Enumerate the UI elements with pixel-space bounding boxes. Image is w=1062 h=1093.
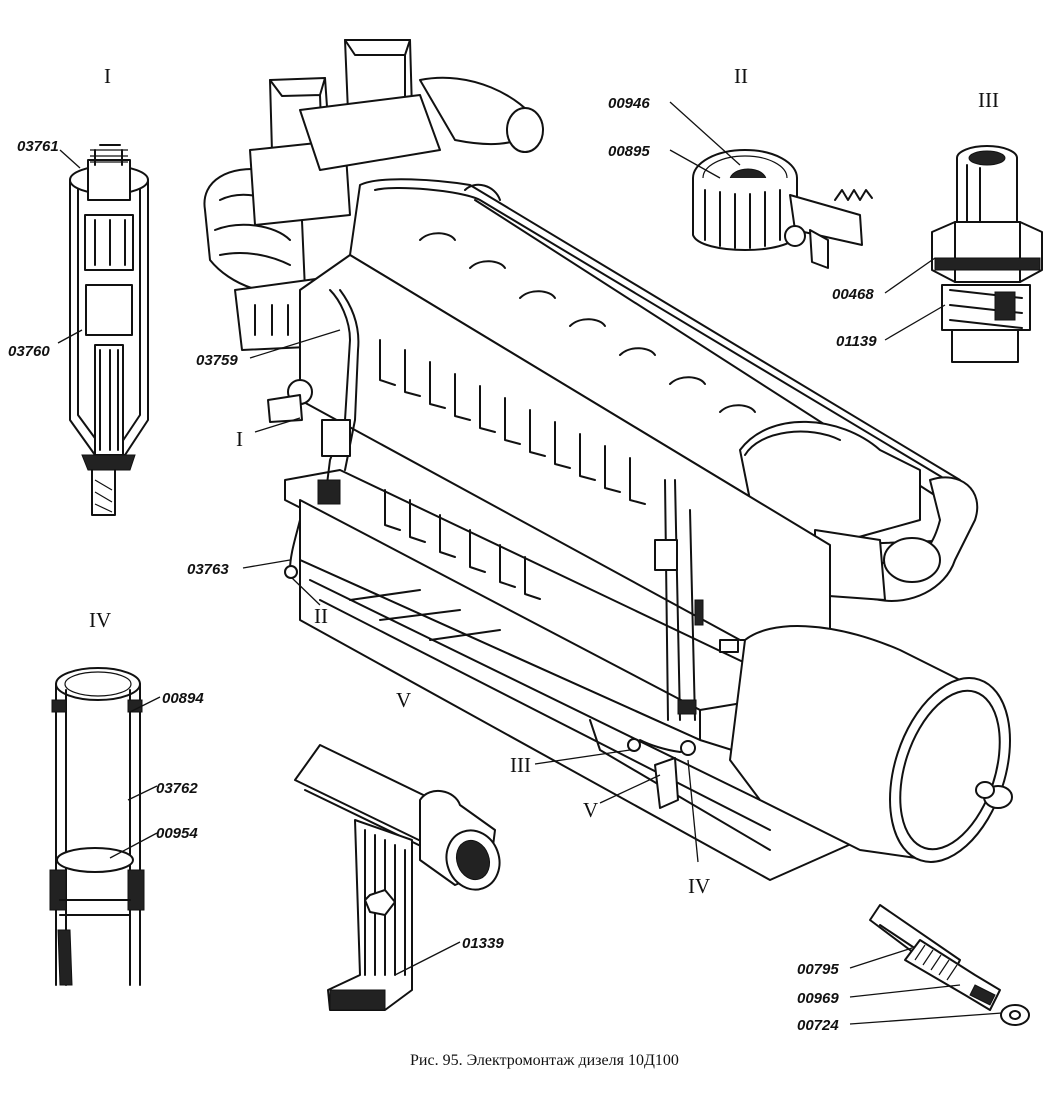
numeral-ii-engine: II bbox=[314, 604, 328, 628]
label-00969: 00969 bbox=[797, 990, 839, 1007]
figure-caption: Рис. 95. Электромонтаж дизеля 10Д100 bbox=[410, 1052, 679, 1069]
detail-i-connector bbox=[69, 144, 149, 516]
label-01139: 01139 bbox=[836, 333, 877, 350]
label-00954: 00954 bbox=[156, 825, 198, 842]
detail-iii-sensor bbox=[931, 145, 1043, 363]
label-00946: 00946 bbox=[608, 95, 650, 112]
numeral-iii-engine: III bbox=[510, 753, 531, 777]
numeral-v-detail: V bbox=[396, 688, 411, 712]
label-03759: 03759 bbox=[196, 352, 238, 369]
label-03763: 03763 bbox=[187, 561, 229, 578]
detail-ii-clamp bbox=[692, 149, 873, 269]
cable-lug-illustration bbox=[869, 904, 1030, 1026]
label-00724: 00724 bbox=[797, 1017, 839, 1034]
numeral-i-engine: I bbox=[236, 427, 243, 451]
label-03761: 03761 bbox=[17, 138, 59, 155]
numeral-v-engine: V bbox=[583, 798, 598, 822]
label-03762: 03762 bbox=[156, 780, 198, 797]
detail-v-bracket bbox=[294, 744, 501, 1011]
label-01339: 01339 bbox=[462, 935, 504, 952]
numeral-ii-detail: II bbox=[734, 64, 748, 88]
numeral-i-detail: I bbox=[104, 64, 111, 88]
label-03760: 03760 bbox=[8, 343, 50, 360]
numeral-iv-engine: IV bbox=[688, 874, 710, 898]
label-00795: 00795 bbox=[797, 961, 839, 978]
label-00468: 00468 bbox=[832, 286, 874, 303]
detail-iv-tube bbox=[49, 667, 145, 986]
label-00895: 00895 bbox=[608, 143, 650, 160]
numeral-iii-detail: III bbox=[978, 88, 999, 112]
engine-illustration bbox=[203, 39, 1013, 881]
leader-lines bbox=[57, 101, 1003, 1025]
numeral-iv-detail: IV bbox=[89, 608, 111, 632]
label-00894: 00894 bbox=[162, 690, 204, 707]
